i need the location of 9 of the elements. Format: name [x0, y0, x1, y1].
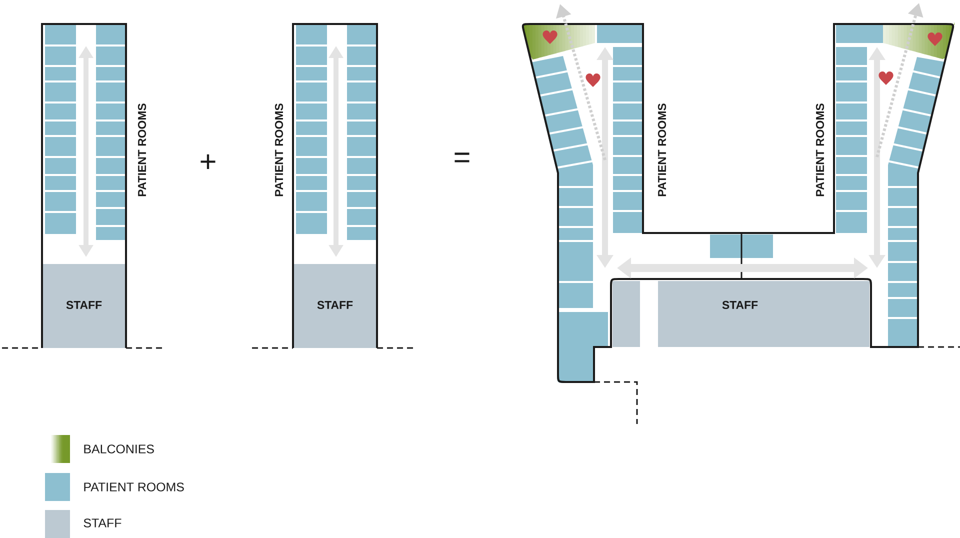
wing-label: PATIENT ROOMS: [138, 104, 146, 196]
staff-area: STAFF: [43, 264, 125, 348]
plus-sign: +: [200, 154, 216, 169]
equals-sign: =: [454, 152, 470, 162]
legend-label: BALCONIES: [84, 444, 154, 454]
legend-label: PATIENT ROOMS: [84, 482, 184, 492]
staff-area: STAFF: [294, 264, 376, 348]
wing-label: PATIENT ROOMS: [274, 104, 284, 196]
legend-label: STAFF: [84, 518, 122, 528]
